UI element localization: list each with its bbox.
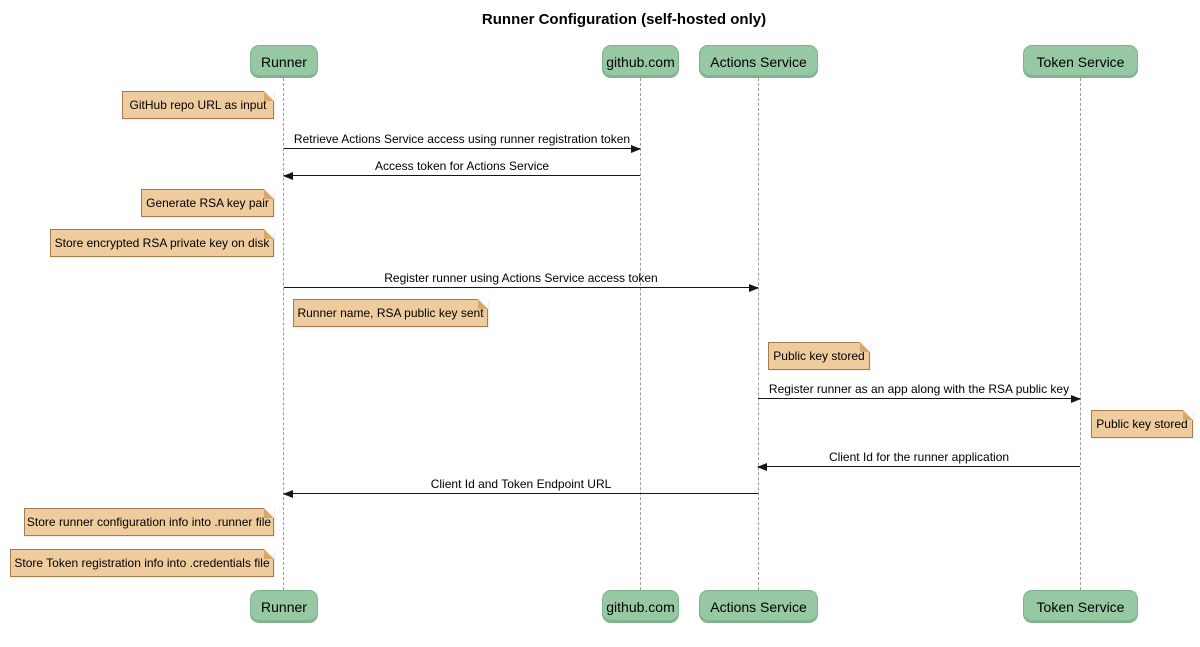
note-text: Public key stored bbox=[1096, 417, 1188, 431]
note-runner-name-public-key: Runner name, RSA public key sent bbox=[293, 299, 488, 327]
note-fold-icon bbox=[264, 229, 274, 239]
note-store-credentials-file: Store Token registration info into .cred… bbox=[10, 549, 274, 577]
note-public-key-stored-actions: Public key stored bbox=[768, 342, 870, 370]
message-label: Register runner using Actions Service ac… bbox=[384, 271, 658, 285]
note-fold-icon bbox=[1183, 410, 1193, 420]
arrowhead-left-icon bbox=[283, 490, 293, 498]
note-fold-icon bbox=[478, 299, 488, 309]
participant-token-service-top: Token Service bbox=[1023, 45, 1138, 78]
note-store-private-key: Store encrypted RSA private key on disk bbox=[50, 229, 274, 257]
arrowhead-right-icon bbox=[749, 284, 759, 292]
message-label: Access token for Actions Service bbox=[374, 159, 550, 173]
message-register-runner: Register runner using Actions Service ac… bbox=[284, 270, 759, 292]
message-access-token-returned: Access token for Actions Service bbox=[283, 158, 640, 180]
lifeline-github bbox=[640, 78, 641, 590]
note-text: GitHub repo URL as input bbox=[129, 98, 267, 112]
message-line bbox=[758, 466, 1080, 467]
note-fold-icon bbox=[264, 189, 274, 199]
note-generate-rsa-key: Generate RSA key pair bbox=[141, 189, 274, 217]
participant-github-bottom: github.com bbox=[602, 590, 679, 623]
note-store-runner-file: Store runner configuration info into .ru… bbox=[24, 508, 274, 536]
participant-runner-bottom: Runner bbox=[250, 590, 318, 623]
participant-runner-top: Runner bbox=[250, 45, 318, 78]
message-retrieve-actions-access: Retrieve Actions Service access using ru… bbox=[284, 131, 641, 153]
message-label: Register runner as an app along with the… bbox=[768, 382, 1070, 396]
arrowhead-right-icon bbox=[631, 145, 641, 153]
note-fold-icon bbox=[264, 549, 274, 559]
note-github-repo-url: GitHub repo URL as input bbox=[122, 91, 274, 119]
message-label: Client Id for the runner application bbox=[828, 450, 1010, 464]
message-label: Client Id and Token Endpoint URL bbox=[430, 477, 612, 491]
message-line bbox=[284, 175, 640, 176]
lifeline-token-service bbox=[1080, 78, 1081, 590]
message-line bbox=[284, 148, 640, 149]
message-register-runner-app: Register runner as an app along with the… bbox=[758, 381, 1081, 403]
participant-token-service-bottom: Token Service bbox=[1023, 590, 1138, 623]
note-text: Store encrypted RSA private key on disk bbox=[54, 236, 270, 250]
diagram-title: Runner Configuration (self-hosted only) bbox=[481, 11, 767, 28]
message-line bbox=[284, 287, 758, 288]
note-fold-icon bbox=[860, 342, 870, 352]
note-text: Store runner configuration info into .ru… bbox=[26, 515, 272, 529]
note-text: Store Token registration info into .cred… bbox=[14, 556, 270, 570]
participant-github-top: github.com bbox=[602, 45, 679, 78]
message-label: Retrieve Actions Service access using ru… bbox=[293, 132, 631, 146]
message-line bbox=[284, 493, 758, 494]
message-client-id-endpoint: Client Id and Token Endpoint URL bbox=[283, 476, 758, 498]
note-fold-icon bbox=[264, 91, 274, 101]
note-public-key-stored-token: Public key stored bbox=[1091, 410, 1193, 438]
note-text: Generate RSA key pair bbox=[146, 196, 269, 210]
arrowhead-left-icon bbox=[283, 172, 293, 180]
note-text: Public key stored bbox=[773, 349, 865, 363]
note-fold-icon bbox=[264, 508, 274, 518]
message-line bbox=[758, 398, 1080, 399]
lifeline-runner bbox=[283, 78, 284, 590]
participant-actions-service-top: Actions Service bbox=[699, 45, 818, 78]
arrowhead-left-icon bbox=[757, 463, 767, 471]
arrowhead-right-icon bbox=[1071, 395, 1081, 403]
message-client-id-returned: Client Id for the runner application bbox=[757, 449, 1080, 471]
participant-actions-service-bottom: Actions Service bbox=[699, 590, 818, 623]
note-text: Runner name, RSA public key sent bbox=[297, 306, 484, 320]
lifeline-actions-service bbox=[758, 78, 759, 590]
